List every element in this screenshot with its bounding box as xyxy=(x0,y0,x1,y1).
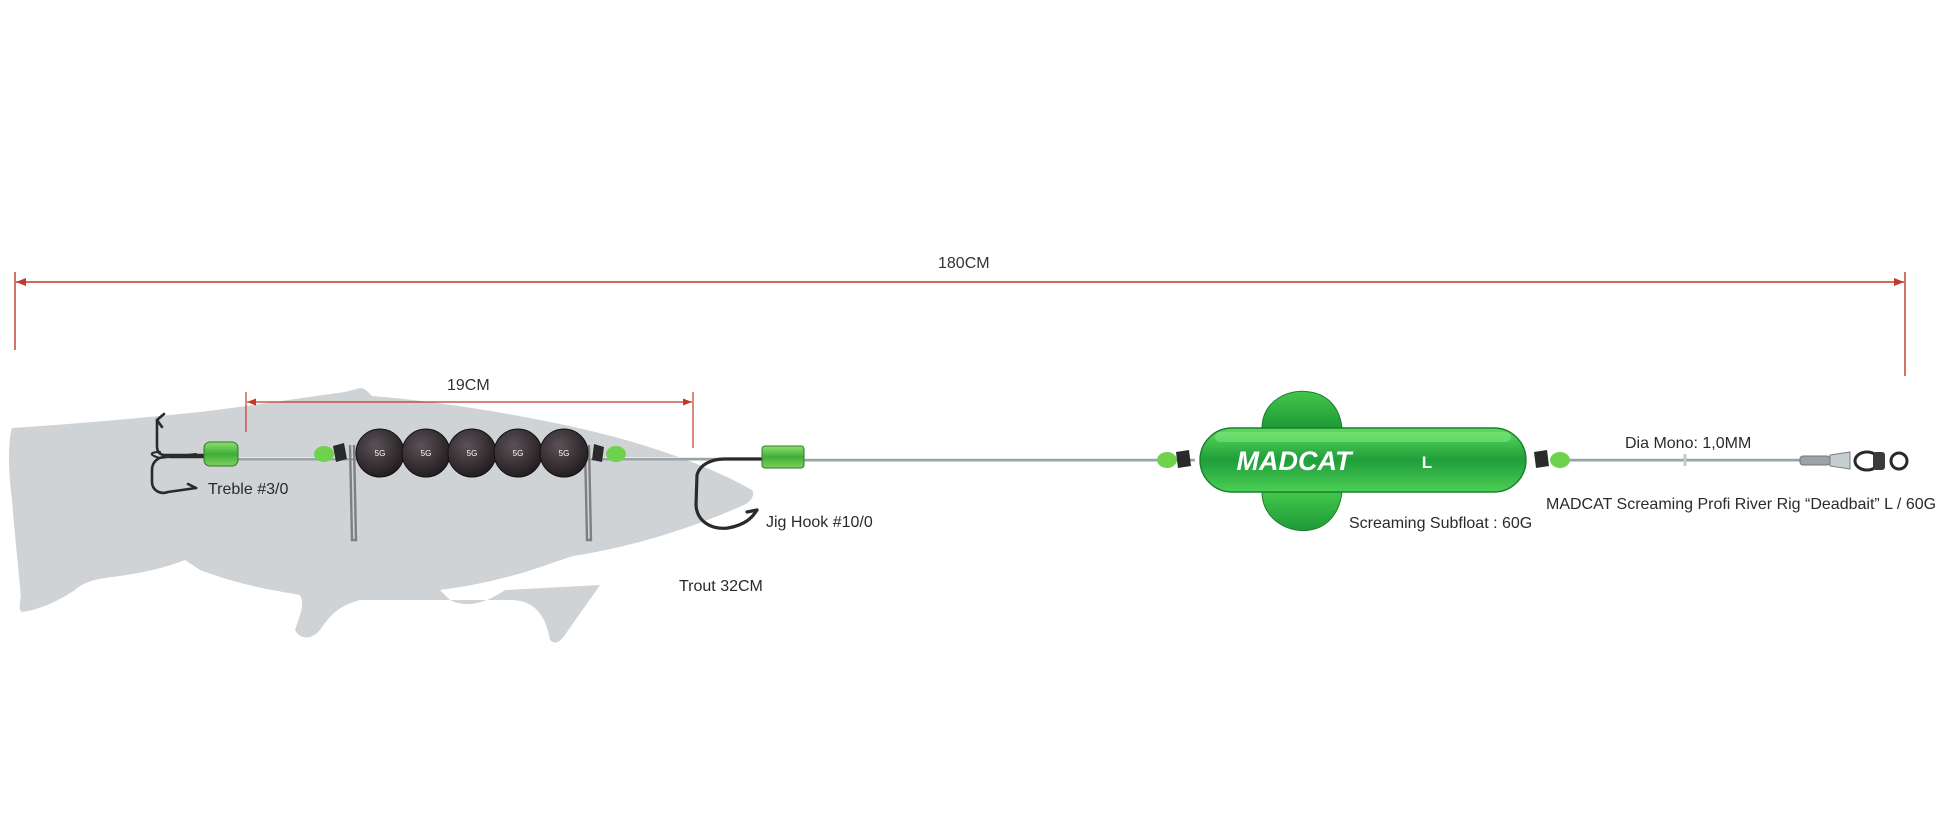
bead xyxy=(606,446,626,462)
float-brand-logo: MADCAT xyxy=(1237,446,1354,476)
overall-length-label: 180CM xyxy=(938,255,990,272)
treble-hook-label: Treble #3/0 xyxy=(208,481,289,498)
overall-dimension-line xyxy=(14,272,1906,376)
rig-name-label: MADCAT Screaming Profi River Rig “Deadba… xyxy=(1546,496,1936,513)
bead xyxy=(1157,452,1177,468)
swivel-icon xyxy=(1799,450,1909,472)
stopper xyxy=(1176,450,1191,468)
jig-hook-icon xyxy=(694,457,772,530)
weight-label: 5G xyxy=(513,449,524,458)
jig-hook-sleeve xyxy=(761,445,805,469)
mono-label: Dia Mono: 1,0MM xyxy=(1625,435,1752,452)
bait-fish-label: Trout 32CM xyxy=(679,578,763,595)
weight-label: 5G xyxy=(375,449,386,458)
weights-dimension-line xyxy=(245,392,694,448)
subfloat-label: Screaming Subfloat : 60G xyxy=(1349,515,1533,532)
stopper xyxy=(592,444,604,462)
float-size-label: L xyxy=(1422,453,1432,472)
fish-tail-icon xyxy=(9,428,65,612)
weight-pins xyxy=(348,444,593,542)
bead xyxy=(314,446,334,462)
stopper xyxy=(1534,450,1549,468)
weights-length-label: 19CM xyxy=(447,377,490,394)
stopper xyxy=(333,443,347,462)
subfloat-icon: MADCAT L xyxy=(1199,390,1527,532)
weight-label: 5G xyxy=(421,449,432,458)
weight-ball xyxy=(539,428,589,478)
weights-group: 5G 5G 5G 5G 5G xyxy=(355,428,589,478)
weight-label: 5G xyxy=(467,449,478,458)
jig-hook-label: Jig Hook #10/0 xyxy=(766,514,873,531)
treble-hook-icon xyxy=(150,412,214,495)
weight-label: 5G xyxy=(559,449,570,458)
fish-silhouette-icon xyxy=(12,388,754,643)
treble-sleeve xyxy=(203,441,239,467)
bead xyxy=(1550,452,1570,468)
